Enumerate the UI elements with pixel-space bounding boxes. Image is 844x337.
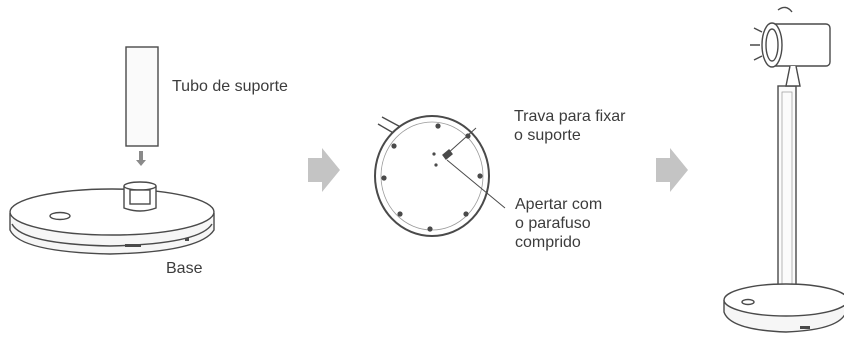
lock-pointer-line bbox=[446, 127, 477, 155]
screw-holes bbox=[381, 123, 483, 232]
step-3-illustration bbox=[723, 6, 844, 333]
next-step-arrow-icon bbox=[656, 148, 688, 192]
step-1-illustration bbox=[9, 46, 215, 255]
lock-label-line-2: o suporte bbox=[514, 127, 581, 144]
fan-base bbox=[723, 283, 844, 333]
base-disc bbox=[9, 188, 215, 255]
next-step-arrow-icon bbox=[308, 148, 340, 192]
screw-label-line-1: Apertar com bbox=[515, 196, 603, 213]
step-2-illustration bbox=[374, 115, 506, 237]
fan-pole bbox=[777, 85, 797, 303]
base-underside bbox=[374, 115, 490, 237]
support-tube bbox=[125, 46, 159, 147]
fan-head bbox=[750, 6, 831, 87]
base-label: Base bbox=[166, 260, 203, 277]
screw-pointer-line bbox=[446, 159, 506, 209]
tube-label: Tubo de suporte bbox=[172, 78, 288, 95]
lock-mark bbox=[442, 148, 453, 161]
screw-label-line-2: o parafuso bbox=[515, 215, 591, 232]
base-connector bbox=[123, 181, 157, 212]
screw-label-line-3: comprido bbox=[515, 234, 581, 251]
lock-label-line-1: Trava para fixar bbox=[514, 108, 626, 125]
down-arrow-icon bbox=[136, 151, 146, 166]
